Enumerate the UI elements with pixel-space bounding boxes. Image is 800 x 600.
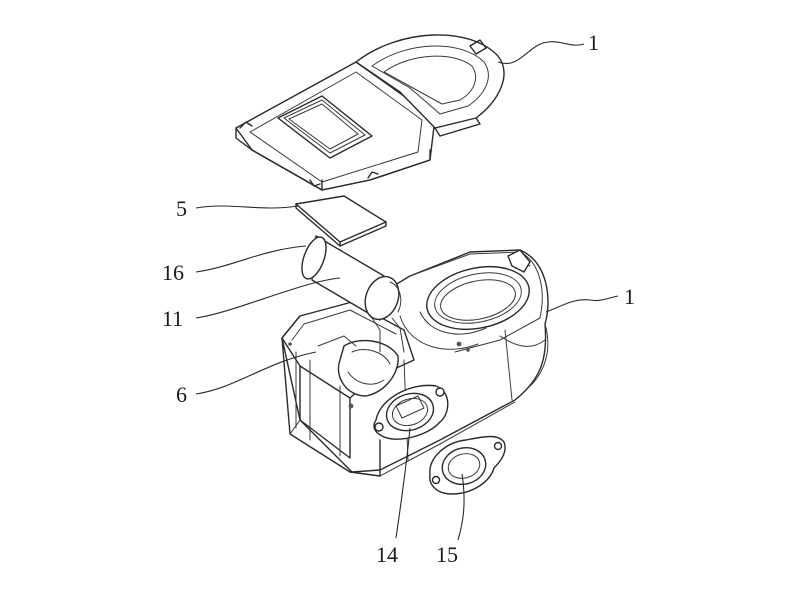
- leader-line-6: [195, 351, 317, 395]
- leader-line-16: [195, 245, 307, 273]
- leader-line-11: [195, 277, 341, 319]
- callout-cylinder: 11: [162, 306, 183, 331]
- callout-inner-part: 6: [176, 382, 187, 407]
- callout-lid: 1: [588, 30, 599, 55]
- callout-body: 1: [624, 284, 635, 309]
- lid-assembly: [235, 34, 505, 191]
- port-fitting: [373, 384, 449, 440]
- cylinder-part: [301, 235, 402, 321]
- callout-sheet: 5: [176, 196, 187, 221]
- leader-line-1-bottom: [545, 295, 619, 313]
- meter-body: [281, 249, 549, 477]
- callout-gasket: 15: [436, 542, 458, 567]
- callout-port: 14: [376, 542, 398, 567]
- callout-cylinder-end: 16: [162, 260, 184, 285]
- gasket-part: [429, 435, 506, 495]
- leader-line-15: [457, 473, 465, 541]
- leader-line-14: [395, 427, 411, 539]
- leader-line-5: [195, 205, 299, 209]
- sheet-part: [295, 195, 387, 247]
- leader-line-1-top: [497, 41, 585, 65]
